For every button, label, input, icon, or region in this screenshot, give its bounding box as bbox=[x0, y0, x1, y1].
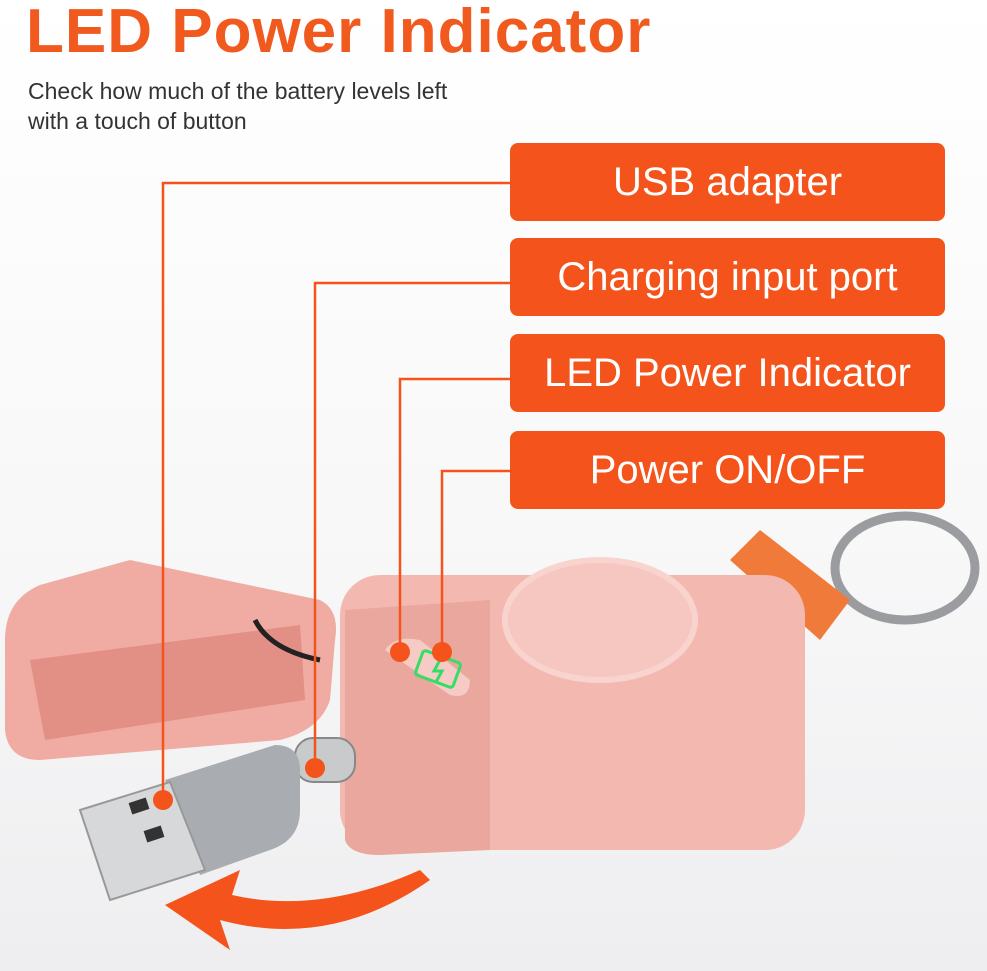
leader-led bbox=[398, 377, 510, 652]
dot-led bbox=[390, 642, 410, 662]
callout-led-power-indicator: LED Power Indicator bbox=[510, 334, 945, 412]
dot-usb-adapter bbox=[153, 790, 173, 810]
leader-usb-adapter bbox=[161, 181, 510, 800]
usb-adapter bbox=[165, 745, 300, 875]
dot-power bbox=[432, 642, 452, 662]
usb-c-connector bbox=[294, 737, 356, 783]
page-title: LED Power Indicator bbox=[26, 0, 652, 66]
subtitle-line: Check how much of the battery levels lef… bbox=[28, 78, 448, 104]
callout-usb-adapter: USB adapter bbox=[510, 143, 945, 221]
dot-charging-port bbox=[305, 758, 325, 778]
leader-charging-port bbox=[313, 281, 510, 768]
subtitle-line: with a touch of button bbox=[28, 108, 247, 134]
subtitle: Check how much of the battery levels lef… bbox=[28, 76, 528, 136]
callout-charging-input-port: Charging input port bbox=[510, 238, 945, 316]
charging-puck bbox=[502, 557, 698, 683]
rotate-arrow bbox=[165, 870, 430, 950]
callout-power-on-off: Power ON/OFF bbox=[510, 431, 945, 509]
key-ring bbox=[830, 511, 980, 625]
leader-power bbox=[440, 469, 510, 650]
